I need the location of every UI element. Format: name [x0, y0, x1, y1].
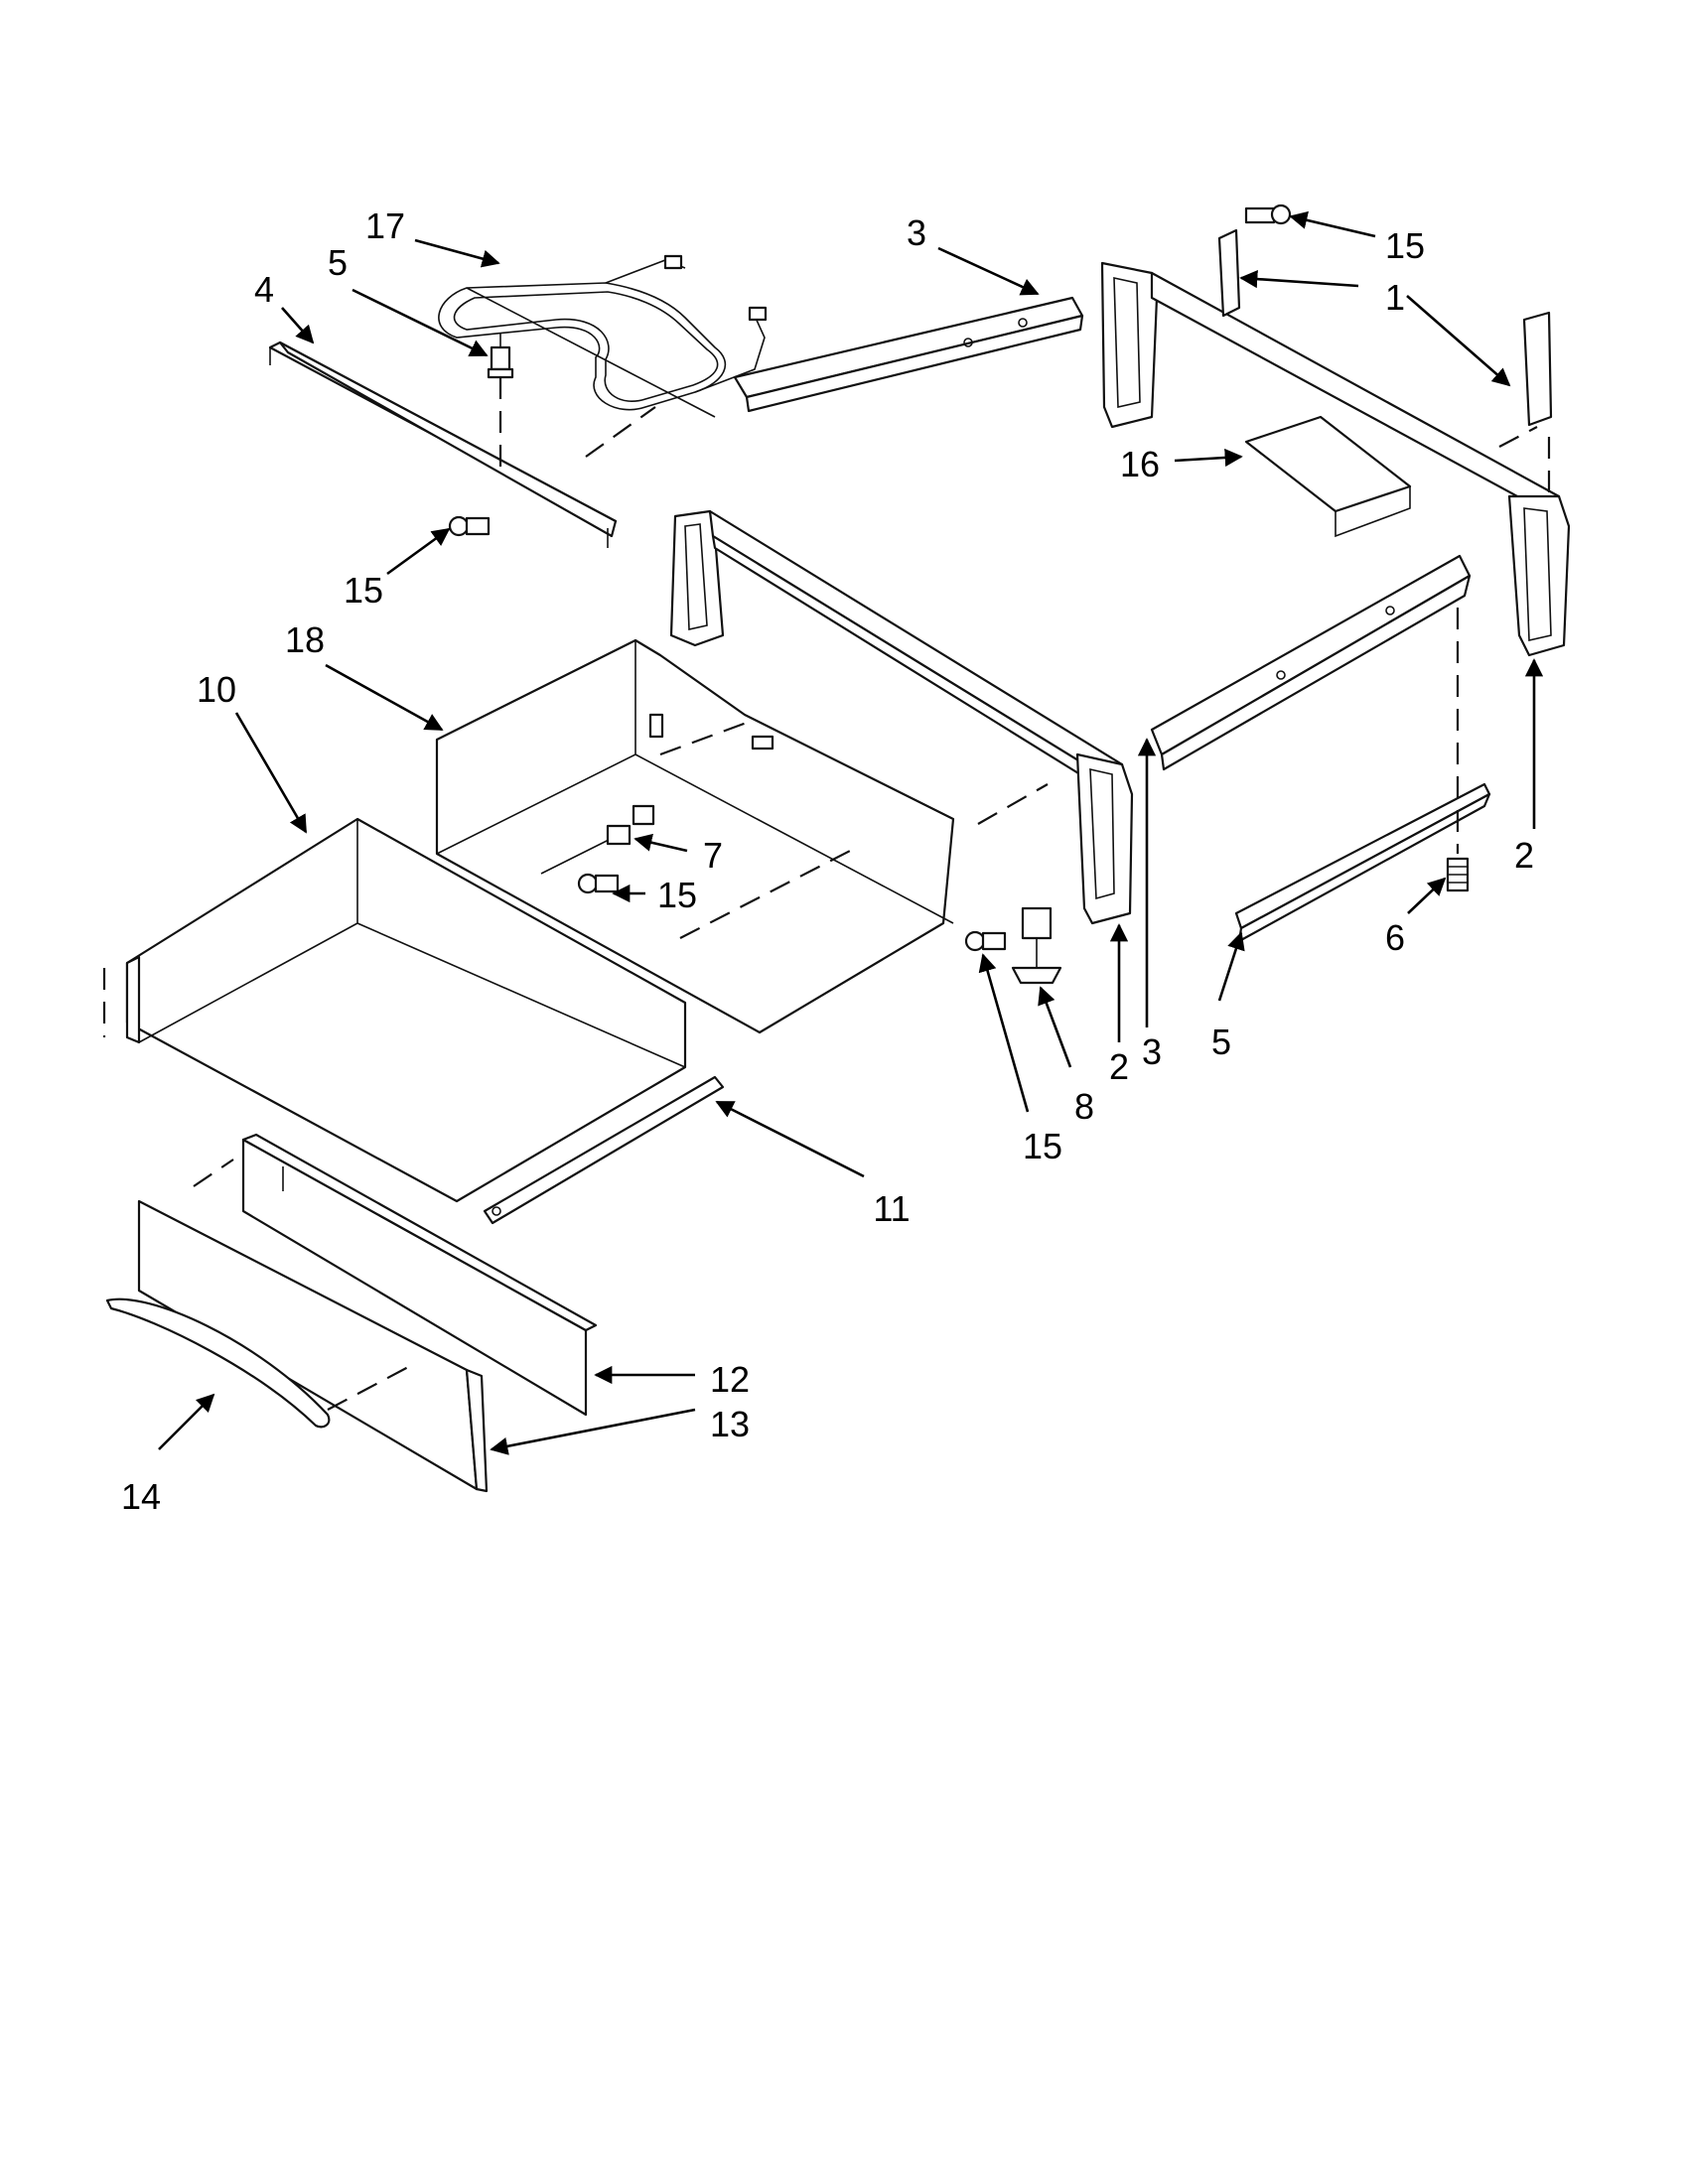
callout-14: 14: [120, 1476, 162, 1517]
screw-5-top: [487, 333, 514, 379]
inner-front-panel: [241, 1133, 598, 1417]
callout-18: 18: [284, 619, 326, 660]
leveler-8: [1011, 906, 1062, 985]
trim-rail: [268, 341, 618, 548]
callout-2: 2: [1513, 835, 1535, 876]
callout-11: 11: [873, 1188, 911, 1229]
tray-16: [1244, 415, 1412, 538]
drawer-slide-11: [483, 1075, 725, 1225]
drawer-housing: [435, 638, 955, 1034]
callout-15: 15: [343, 570, 384, 611]
screw-15-lower: [964, 930, 1007, 952]
drawer-handle: [105, 1297, 331, 1429]
callout-3: 3: [906, 212, 927, 253]
screw-15-left: [448, 515, 491, 537]
outer-front-panel: [137, 1199, 489, 1493]
leader-lines: [158, 210, 1544, 1455]
callout-12: 12: [709, 1359, 751, 1400]
callout-7: 7: [702, 835, 724, 876]
callout-15: 15: [1022, 1126, 1063, 1166]
callout-13: 13: [709, 1404, 751, 1444]
assembly-lines: [102, 377, 1551, 1411]
callout-15: 15: [656, 875, 698, 915]
callout-3: 3: [1141, 1031, 1163, 1072]
callout-15: 15: [1384, 225, 1426, 266]
spring-6: [1446, 857, 1470, 892]
bake-element: [438, 254, 768, 418]
screw-15-center: [577, 873, 620, 894]
callout-1: 1: [1384, 277, 1406, 318]
sensor-7: [540, 804, 655, 875]
callout-10: 10: [196, 669, 237, 710]
callout-6: 6: [1384, 917, 1406, 958]
callout-4: 4: [253, 269, 275, 310]
bracket-1: [1217, 228, 1553, 427]
callout-17: 17: [364, 205, 406, 246]
callout-16: 16: [1119, 444, 1161, 484]
base-frame: [669, 261, 1571, 925]
screw-15-top: [1244, 204, 1292, 225]
callout-2: 2: [1108, 1046, 1130, 1087]
drawer-body: [125, 817, 687, 1203]
callout-5: 5: [327, 242, 349, 283]
callout-5: 5: [1210, 1022, 1232, 1062]
callout-8: 8: [1073, 1086, 1095, 1127]
